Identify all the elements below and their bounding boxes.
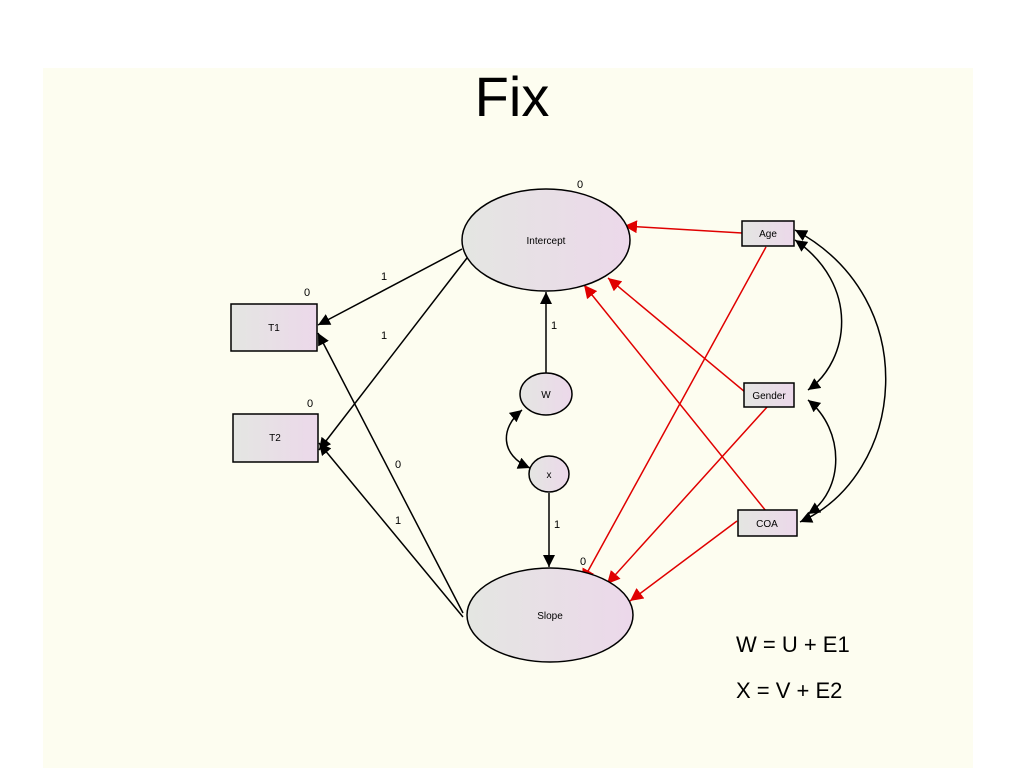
slope-node <box>466 567 634 663</box>
t2-node <box>232 413 319 463</box>
t1-intercept-label: 0 <box>304 287 310 299</box>
equation-w: W = U + E1 <box>736 632 850 657</box>
x-slope-loading: 1 <box>554 519 560 531</box>
int-t1-loading: 1 <box>381 271 387 283</box>
w-node <box>519 372 573 416</box>
path-intercept-t2 <box>318 257 468 451</box>
covariance-w-x <box>505 409 531 469</box>
coa-label: COA <box>756 519 778 530</box>
t2-label: T2 <box>269 433 281 444</box>
x-label: x <box>547 470 552 481</box>
path-intercept-t1 <box>317 248 463 326</box>
intercept-label: Intercept <box>527 236 566 247</box>
covariance-age-gender <box>794 239 843 391</box>
equation-x: X = V + E2 <box>736 678 843 703</box>
age-label: Age <box>759 229 777 240</box>
path-slope-t2 <box>318 442 464 618</box>
intercept-node <box>461 188 631 292</box>
path-age-slope <box>581 246 767 583</box>
slope-t1-loading: 0 <box>395 459 401 471</box>
x-node <box>528 455 570 493</box>
covariance-age-coa <box>794 229 887 523</box>
slope-label: Slope <box>537 611 563 622</box>
int-t2-loading: 1 <box>381 330 387 342</box>
w-label: W <box>541 390 551 401</box>
coa-node <box>737 509 798 537</box>
path-gender-intercept <box>607 277 746 393</box>
path-coa-intercept <box>583 284 767 512</box>
intercept-variance-label: 0 <box>577 179 583 191</box>
gender-node <box>743 382 795 408</box>
t1-label: T1 <box>268 323 280 334</box>
slide-title: Fix <box>474 65 550 128</box>
path-slope-t1 <box>317 332 464 614</box>
path-gender-slope <box>606 405 769 585</box>
t1-node <box>230 303 318 352</box>
w-int-loading: 1 <box>551 320 557 332</box>
gender-label: Gender <box>752 391 786 402</box>
slope-t2-loading: 1 <box>395 515 401 527</box>
age-node <box>741 220 795 247</box>
slope-variance-label: 0 <box>580 556 586 568</box>
path-age-intercept <box>623 220 743 234</box>
covariance-gender-coa <box>807 399 837 515</box>
path-coa-slope <box>629 520 738 602</box>
t2-intercept-label: 0 <box>307 398 313 410</box>
